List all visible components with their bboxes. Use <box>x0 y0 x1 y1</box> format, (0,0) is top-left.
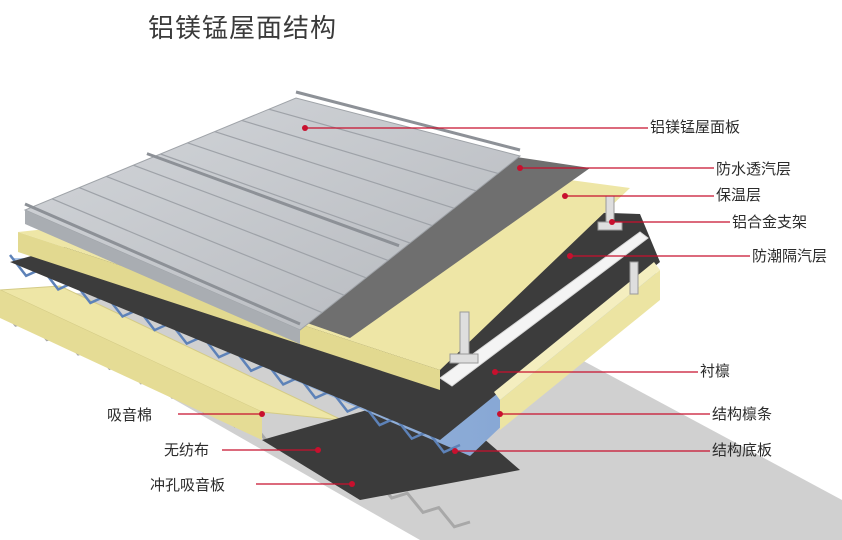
roof-rib <box>78 187 345 296</box>
label-structural-base-panel: 结构底板 <box>712 441 773 459</box>
label-sound-absorbing-wool: 吸音棉 <box>107 406 153 424</box>
roof-rib <box>106 175 367 279</box>
leader-dot <box>492 369 498 375</box>
roof-rib <box>187 142 433 227</box>
leader-dot <box>562 193 568 199</box>
leader-lines <box>178 125 750 487</box>
sub-purlin-strip <box>439 231 649 387</box>
label-alloy-bracket: 铝合金支架 <box>732 213 808 231</box>
leader-dot <box>302 125 308 131</box>
roof-rib <box>160 153 411 244</box>
roof-rib <box>133 164 389 261</box>
leader-dot <box>349 481 355 487</box>
alloy-brackets <box>449 195 639 364</box>
structural-purlin-strip <box>500 270 660 430</box>
label-nonwoven-fabric: 无纺布 <box>164 441 210 459</box>
roof-rib <box>241 119 477 192</box>
label-waterproof-membrane: 防水透汽层 <box>716 160 792 178</box>
label-vapor-barrier: 防潮隔汽层 <box>752 247 828 265</box>
roof-rib <box>214 131 455 209</box>
label-insulation: 保温层 <box>716 186 762 204</box>
leader-dot <box>259 411 265 417</box>
label-sub-purlin: 衬檩 <box>700 362 731 380</box>
leader-dot <box>497 411 503 417</box>
label-perforated-acoustic-panel: 冲孔吸音板 <box>150 476 226 494</box>
leader-dot <box>609 219 615 225</box>
roof-rib <box>51 198 323 314</box>
roof-standing-seam <box>24 202 301 326</box>
roof-panel-layer <box>23 90 522 344</box>
leader-dot <box>567 253 573 259</box>
leader-dot <box>517 165 523 171</box>
leader-dot <box>452 448 458 454</box>
label-structural-purlin: 结构檩条 <box>712 405 773 423</box>
roof-rib <box>268 108 499 174</box>
roof-standing-seam <box>295 90 521 152</box>
leader-dot <box>315 447 321 453</box>
label-roof-panel: 铝镁锰屋面板 <box>650 118 741 136</box>
lower-insulation-face <box>0 290 262 440</box>
page-title: 铝镁锰屋面结构 <box>148 14 338 44</box>
structural-purlin-face <box>494 262 660 400</box>
roof-standing-seam <box>146 152 400 248</box>
